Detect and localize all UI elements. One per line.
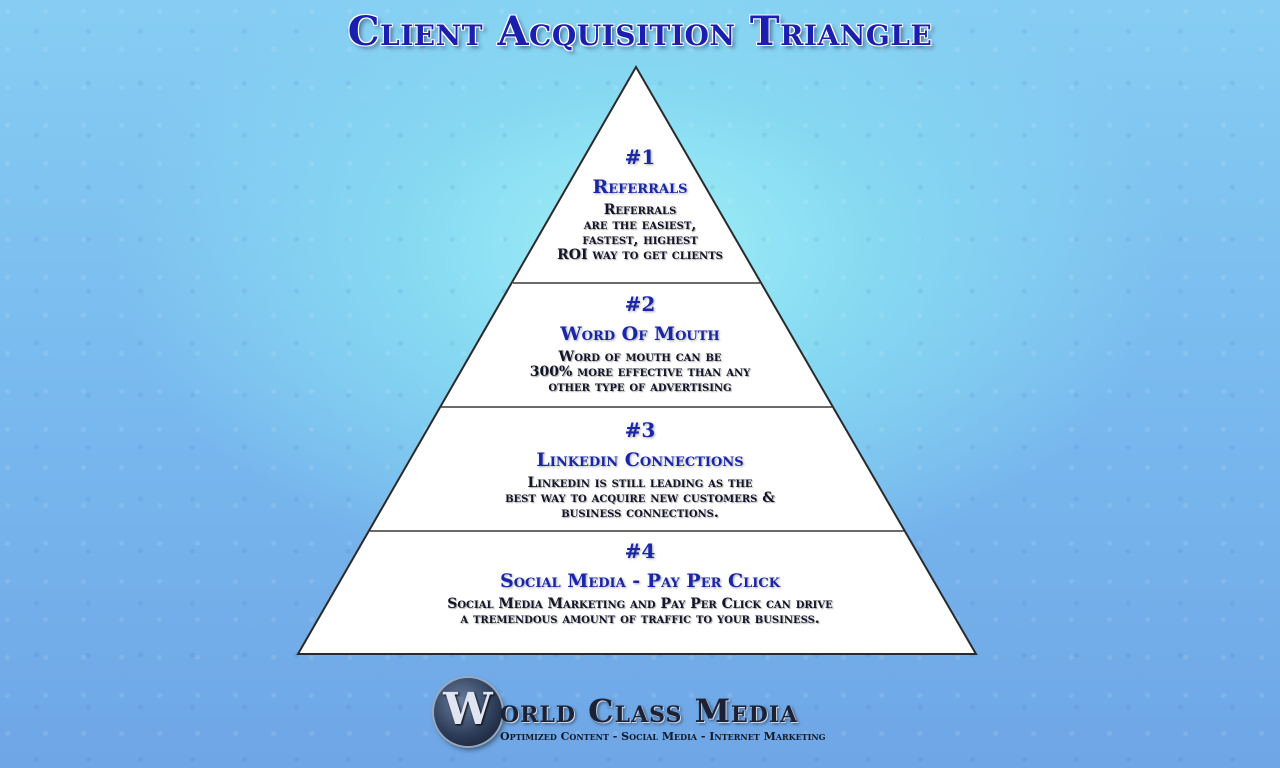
wordpress-badge-icon: W bbox=[434, 678, 502, 746]
tier-2: #2 Word Of Mouth Word of mouth can be 30… bbox=[340, 293, 940, 395]
pyramid-triangle bbox=[296, 65, 978, 655]
tier-description: Referrals are the easiest, fastest, high… bbox=[557, 202, 723, 263]
badge-letter: W bbox=[443, 684, 493, 735]
tier-heading: Word Of Mouth bbox=[560, 323, 720, 345]
page-title: Client Acquisition Triangle bbox=[347, 8, 933, 55]
tier-heading: Social Media - Pay Per Click bbox=[499, 570, 781, 592]
tier-heading: Referrals bbox=[592, 176, 688, 198]
tier-3: #3 Linkedin Connections Linkedin is stil… bbox=[340, 419, 940, 521]
tier-1: #1 Referrals Referrals are the easiest, … bbox=[340, 146, 940, 263]
tier-4: #4 Social Media - Pay Per Click Social M… bbox=[340, 540, 940, 627]
logo-name: orld Class Media bbox=[500, 692, 799, 730]
tier-number: #3 bbox=[624, 418, 656, 442]
logo-tagline: Optimized Content - Social Media - Inter… bbox=[500, 730, 826, 743]
tier-description: Word of mouth can be 300% more effective… bbox=[529, 349, 751, 395]
tier-description: Linkedin is still leading as the best wa… bbox=[505, 475, 775, 521]
tier-number: #4 bbox=[624, 539, 656, 563]
tier-heading: Linkedin Connections bbox=[536, 449, 744, 471]
tier-description: Social Media Marketing and Pay Per Click… bbox=[447, 596, 833, 627]
tier-number: #1 bbox=[624, 145, 656, 169]
tier-number: #2 bbox=[624, 292, 656, 316]
world-class-media-logo: W orld Class Media Optimized Content - S… bbox=[434, 678, 854, 748]
